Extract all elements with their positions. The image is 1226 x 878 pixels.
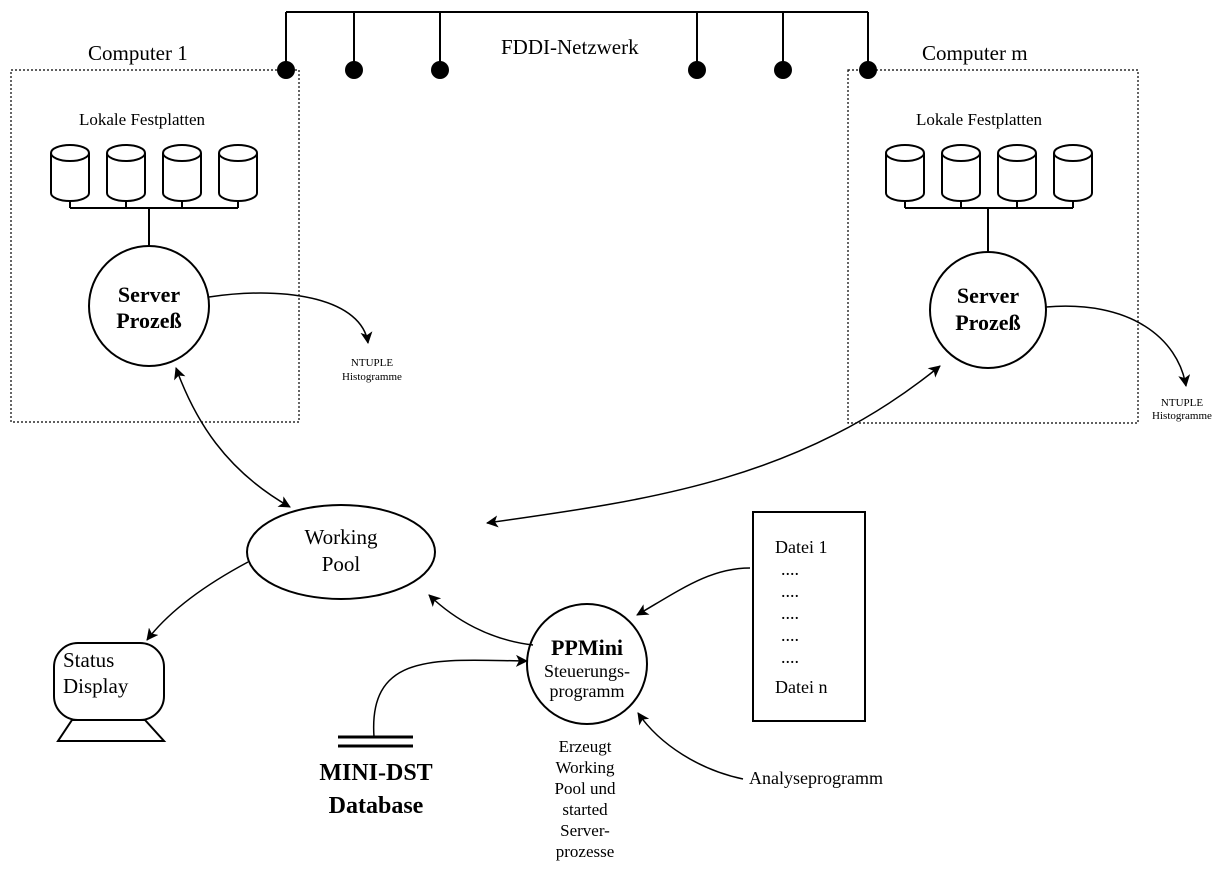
network-node (345, 61, 363, 79)
file-list-item: .... (781, 581, 799, 601)
ppmini-control-program: PPMini Steuerungs- programm (526, 603, 648, 725)
ppmini-line1: Steuerungs- (544, 661, 630, 681)
file-list-item: Datei n (775, 677, 827, 697)
files-ppmini-arrow (636, 567, 751, 616)
ppmini-pool-arrow (428, 594, 534, 646)
note-line: Pool und (555, 779, 616, 798)
analysis-ppmini-arrow (637, 712, 744, 780)
server-label-line2: Prozeß (116, 308, 182, 333)
disk-icon (50, 144, 90, 202)
computer-m-disks-label: Lokale Festplatten (916, 110, 1043, 129)
computer-m: Computer m Lokale Festplatten (847, 41, 1212, 424)
status-display-line1: Status (63, 648, 114, 672)
network-node (277, 61, 295, 79)
disk-icon (106, 144, 146, 202)
computer-m-disks (885, 144, 1093, 253)
computer-1-disks-label: Lokale Festplatten (79, 110, 206, 129)
computer-m-title: Computer m (922, 41, 1028, 65)
server-label-line1: Server (118, 282, 181, 307)
server-label-line1: Server (957, 283, 1020, 308)
status-display: Status Display (53, 642, 167, 742)
computer-m-output-line1: NTUPLE (1161, 397, 1203, 409)
computer-1-output-line1: NTUPLE (351, 357, 393, 369)
database-ppmini-arrow (373, 654, 528, 738)
working-pool-line1: Working (305, 525, 378, 549)
fddi-network: FDDI-Netzwerk (277, 11, 877, 79)
network-node (431, 61, 449, 79)
server-m-pool-connection (486, 365, 941, 528)
file-list-item: .... (781, 559, 799, 579)
disk-icon (885, 144, 925, 202)
network-node (774, 61, 792, 79)
computer-1-disks (50, 144, 258, 246)
note-line: Server- (560, 821, 610, 840)
computer-1-server-process: Server Prozeß (88, 245, 210, 367)
file-list-item: .... (781, 625, 799, 645)
computer-1: Computer 1 Lokale Festplatten (10, 41, 402, 423)
computer-1-output-line2: Histogramme (342, 371, 402, 383)
file-list-item: Datei 1 (775, 537, 827, 557)
disk-icon (997, 144, 1037, 202)
disk-icon (941, 144, 981, 202)
working-pool-line2: Pool (322, 552, 361, 576)
disk-icon (218, 144, 258, 202)
note-line: Erzeugt (559, 737, 612, 756)
note-line: Working (555, 758, 615, 777)
note-line: started (562, 800, 608, 819)
ppmini-title: PPMini (551, 635, 623, 660)
status-display-line2: Display (63, 674, 129, 698)
database-line1: MINI-DST (319, 760, 432, 786)
ppmini-note: Erzeugt Working Pool und started Server-… (555, 737, 616, 861)
computer-1-title: Computer 1 (88, 41, 188, 65)
server-1-pool-connection (174, 367, 291, 508)
network-label: FDDI-Netzwerk (501, 35, 639, 59)
output-arrow (1045, 305, 1191, 387)
computer-m-output-line2: Histogramme (1152, 410, 1212, 422)
database: MINI-DST Database (319, 735, 433, 819)
disk-icon (1053, 144, 1093, 202)
database-line2: Database (329, 793, 424, 819)
disk-icon (162, 144, 202, 202)
note-line: prozesse (556, 842, 615, 861)
computer-m-server-process: Server Prozeß (929, 251, 1047, 369)
file-list-item: .... (781, 647, 799, 667)
pool-status-arrow (146, 561, 249, 641)
working-pool: Working Pool (246, 504, 436, 600)
analysis-program-label: Analyseprogramm (749, 768, 883, 788)
ppmini-line2: programm (550, 681, 625, 701)
output-arrow (208, 292, 373, 344)
file-list-item: .... (781, 603, 799, 623)
network-node (688, 61, 706, 79)
file-list-document: Datei 1 .... .... .... .... .... Datei n (752, 511, 866, 722)
server-label-line2: Prozeß (955, 310, 1021, 335)
